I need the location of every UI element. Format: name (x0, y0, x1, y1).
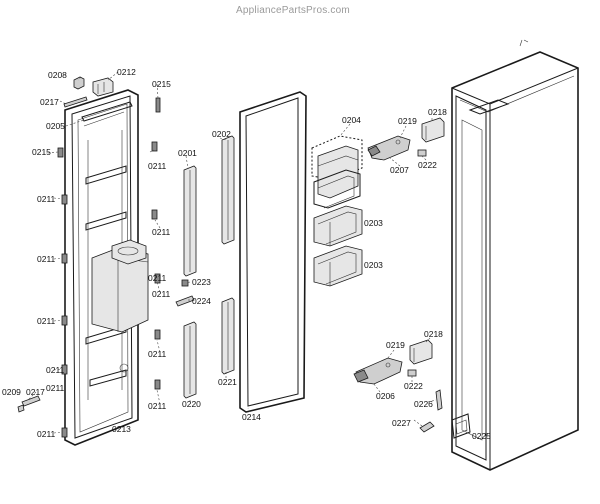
refrigerator-cabinet (451, 39, 579, 471)
callout-0218: 0218 (428, 107, 447, 117)
freezer-door-0213 (64, 89, 149, 446)
callout-0211: 0211 (148, 401, 167, 411)
small-parts-0223-0224 (175, 279, 195, 307)
watermark: AppliancePartsPros.com (236, 5, 350, 16)
bin-0203-upper (313, 205, 363, 247)
part-0225 (451, 413, 471, 439)
callout-0227: 0227 (392, 418, 411, 428)
callout-0208: 0208 (48, 70, 67, 80)
callout-0225: 0225 (472, 431, 491, 441)
callout-0203: 0203 (364, 260, 383, 270)
callout-0217: 0217 (40, 97, 59, 107)
callout-0219: 0219 (398, 116, 417, 126)
hinge-lower-0206 (353, 357, 403, 385)
callout-0219: 0219 (386, 340, 405, 350)
leader-lines (27, 71, 471, 435)
callout-0206: 0206 (376, 391, 395, 401)
callout-0203: 0203 (364, 218, 383, 228)
callout-0211: 0211 (37, 194, 56, 204)
bin-0204 (311, 135, 363, 209)
strip-0202 (221, 135, 235, 245)
plate-0222-lower (407, 369, 417, 377)
callout-0212: 0212 (117, 67, 136, 77)
callout-0211: 0211 (46, 383, 65, 393)
hinge-upper-0207 (367, 135, 411, 161)
callout-0211: 0211 (148, 349, 167, 359)
callout-0211: 0211 (152, 289, 171, 299)
callout-0211: 0211 (152, 227, 171, 237)
callout-0214: 0214 (242, 412, 261, 422)
callout-0207: 0207 (390, 165, 409, 175)
callout-0211: 0211 (37, 429, 56, 439)
door-gasket-0214 (239, 91, 307, 413)
callout-0209: 0209 (2, 387, 21, 397)
callout-0211: 0211 (37, 316, 56, 326)
part-0217-top (63, 96, 88, 108)
plate-0222-upper (417, 149, 427, 157)
callout-0222: 0222 (418, 160, 437, 170)
callout-0202: 0202 (212, 129, 231, 139)
callout-0215: 0215 (152, 79, 171, 89)
clips-0211 (57, 97, 161, 438)
strip-0220 (183, 321, 197, 399)
part-0209-0217 (17, 395, 41, 413)
part-0227 (419, 421, 435, 433)
callout-0226: 0226 (414, 399, 433, 409)
callout-0217: 0217 (26, 387, 45, 397)
callout-0211: 0211 (37, 254, 56, 264)
callout-0205: 0205 (46, 121, 65, 131)
part-0205 (81, 101, 133, 122)
part-0212 (92, 77, 114, 97)
strip-0221 (221, 297, 235, 375)
bracket-0218-lower (409, 339, 433, 365)
callout-0222: 0222 (404, 381, 423, 391)
callout-0218: 0218 (424, 329, 443, 339)
callout-0223: 0223 (192, 277, 211, 287)
callout-0220: 0220 (182, 399, 201, 409)
callout-0211: 0211 (148, 273, 167, 283)
callout-0211: 0211 (148, 161, 167, 171)
part-0208 (73, 76, 85, 90)
callout-0215: 0215 (32, 147, 51, 157)
callout-0201: 0201 (178, 148, 197, 158)
part-0226 (435, 389, 443, 411)
strip-0201 (183, 165, 197, 277)
callout-0213: 0213 (112, 424, 131, 434)
callout-0224: 0224 (192, 296, 211, 306)
bracket-0218-upper (421, 117, 445, 143)
callout-0204: 0204 (342, 115, 361, 125)
callout-0221: 0221 (218, 377, 237, 387)
bin-0203-lower (313, 245, 363, 287)
callout-0211: 0211 (46, 365, 65, 375)
